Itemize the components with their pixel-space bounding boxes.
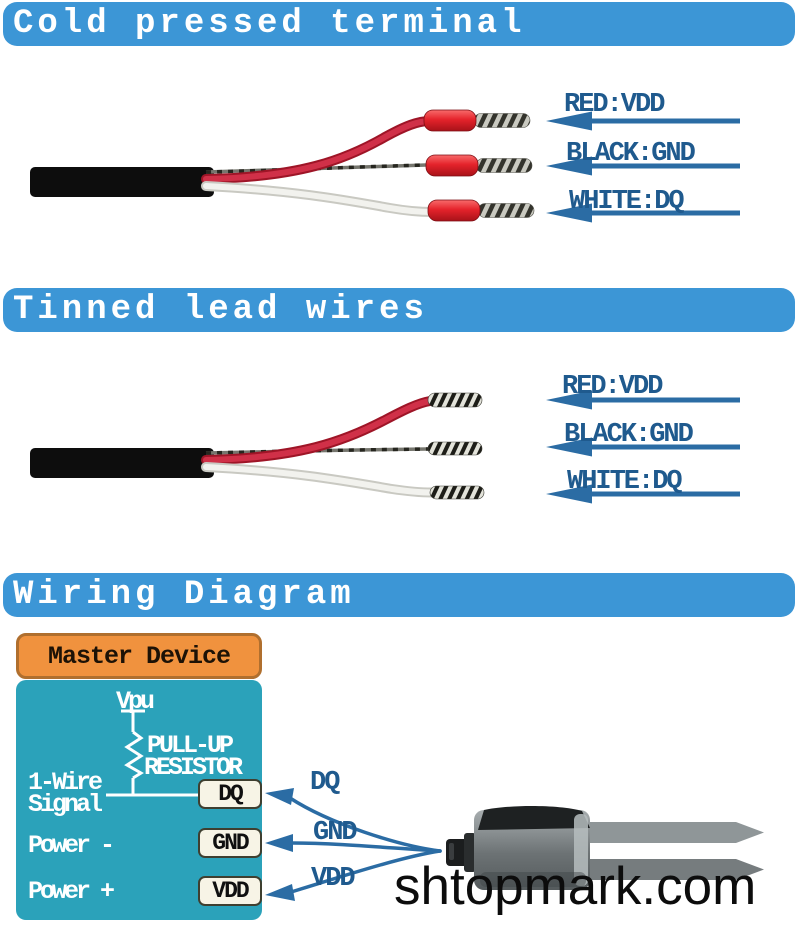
label-red-vdd-1: RED:VDD	[564, 90, 665, 120]
arrow-label-vdd: VDD	[311, 864, 356, 894]
label-white-dq-2: WHITE:DQ	[567, 467, 683, 497]
power-plus-label: Power +	[28, 877, 115, 906]
probe-prong-top	[586, 822, 764, 843]
arrow-label-dq: DQ	[310, 768, 340, 798]
crimp-terminals	[423, 109, 535, 222]
black-wire	[205, 163, 427, 174]
white-wire	[201, 181, 437, 217]
cable-sheath-2	[30, 448, 214, 478]
section-title-tinned: Tinned lead wires	[3, 288, 795, 332]
red-wire	[201, 116, 435, 184]
vpu-label: Vpu	[116, 687, 155, 716]
pin-vdd: VDD	[198, 876, 262, 906]
power-minus-label: Power -	[28, 831, 115, 860]
section-title-wiring: Wiring Diagram	[3, 573, 795, 617]
white-wire-2	[201, 462, 437, 498]
red-wire-2	[201, 396, 435, 465]
pin-gnd: GND	[198, 828, 262, 858]
cable-sheath	[30, 167, 214, 197]
label-black-gnd-2: BLACK:GND	[564, 420, 694, 450]
probe-arrowheads	[265, 788, 295, 901]
master-device-box: Master Device	[16, 633, 262, 679]
section-title-cold-pressed: Cold pressed terminal	[3, 2, 795, 46]
label-red-vdd-2: RED:VDD	[562, 372, 663, 402]
watermark-text: shtopmark.com	[394, 857, 757, 916]
pullup-label-1: PULL-UP	[147, 731, 234, 760]
one-wire-label: 1-Wire	[28, 768, 103, 797]
label-white-dq-1: WHITE:DQ	[569, 187, 685, 217]
pin-dq: DQ	[198, 779, 262, 809]
master-device-label: Master Device	[47, 641, 231, 671]
label-black-gnd-1: BLACK:GND	[566, 139, 696, 169]
arrow-label-gnd: GND	[313, 818, 358, 848]
tinned-ends	[427, 392, 485, 500]
pullup-label-2: RESISTOR	[144, 753, 243, 782]
black-wire-2	[205, 447, 429, 455]
signal-label: Signal	[28, 790, 103, 819]
